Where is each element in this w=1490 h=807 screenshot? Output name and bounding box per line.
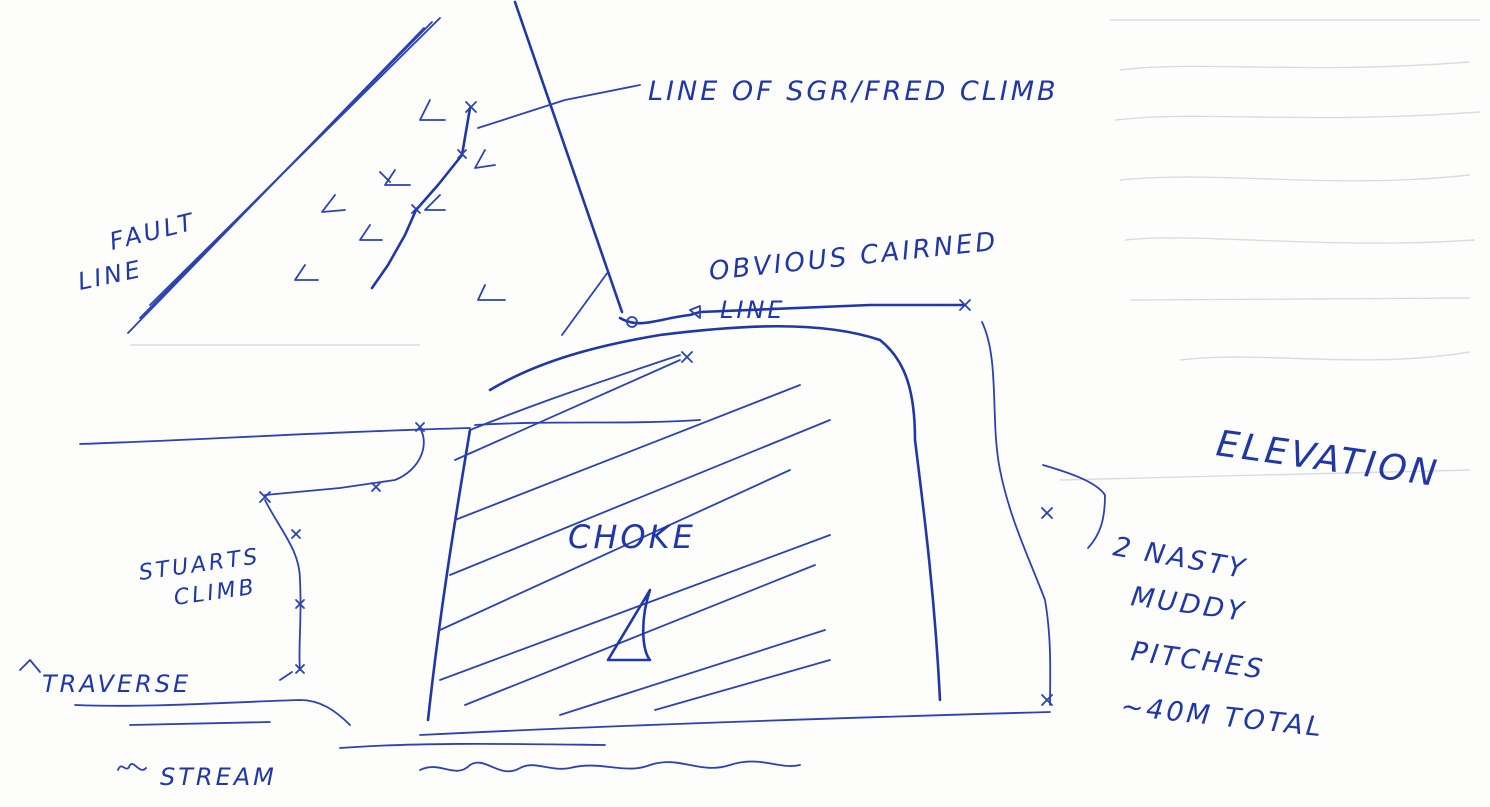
fault-line [128,18,440,333]
traverse-label: TRAVERSE [42,670,191,698]
nasty-pitches-label-1: 2 NASTY [1111,531,1250,585]
cairned-line [620,300,970,327]
cliff-outline [515,2,622,335]
right-pitches [982,322,1105,705]
climb-leader-line [478,85,640,128]
obvious-cairned-label-2: LINE [720,296,786,324]
fault-line-label-1: FAULT [107,207,199,255]
nasty-pitches-label-4: ~40M TOTAL [1119,691,1325,743]
stream-label: STREAM [160,763,277,791]
stuarts-climb-label-2: CLIMB [172,575,258,611]
nasty-pitches-label-2: MUDDY [1129,581,1248,628]
obvious-cairned-label-1: OBVIOUS CAIRNED [708,227,1000,287]
fault-line-label-2: LINE [75,255,145,296]
choke-label: CHOKE [568,518,696,556]
line-of-climb-label: LINE OF SGR/FRED CLIMB [648,76,1059,107]
elevation-label: ELEVATION [1214,423,1442,495]
nasty-pitches-label-3: PITCHES [1129,636,1267,685]
stuarts-climb-route [265,500,304,673]
